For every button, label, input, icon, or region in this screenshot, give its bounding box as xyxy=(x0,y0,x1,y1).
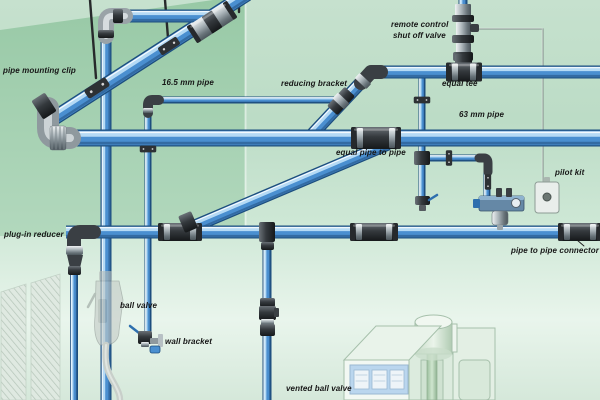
label-remote-control-line1: remote control xyxy=(391,20,449,29)
label-16-5-mm-pipe: 16.5 mm pipe xyxy=(162,78,214,87)
label-vented-ball-valve: vented ball valve xyxy=(286,384,352,393)
label-remote-control-line2: shut off valve xyxy=(393,31,446,40)
label-pipe-mounting-clip: pipe mounting clip xyxy=(3,66,76,75)
label-equal-tee: equal tee xyxy=(442,79,478,88)
label-63-mm-pipe: 63 mm pipe xyxy=(459,110,505,119)
label-equal-pipe-to-pipe: equal pipe to pipe xyxy=(336,148,406,157)
label-pipe-to-pipe-connector: pipe to pipe connector xyxy=(511,246,599,255)
label-plug-in-reducer: plug-in reducer xyxy=(4,230,64,239)
label-pilot-kit: pilot kit xyxy=(555,168,585,177)
label-ball-valve: ball valve xyxy=(120,301,158,310)
label-reducing-bracket: reducing bracket xyxy=(281,79,348,88)
label-wall-bracket: wall bracket xyxy=(165,337,213,346)
